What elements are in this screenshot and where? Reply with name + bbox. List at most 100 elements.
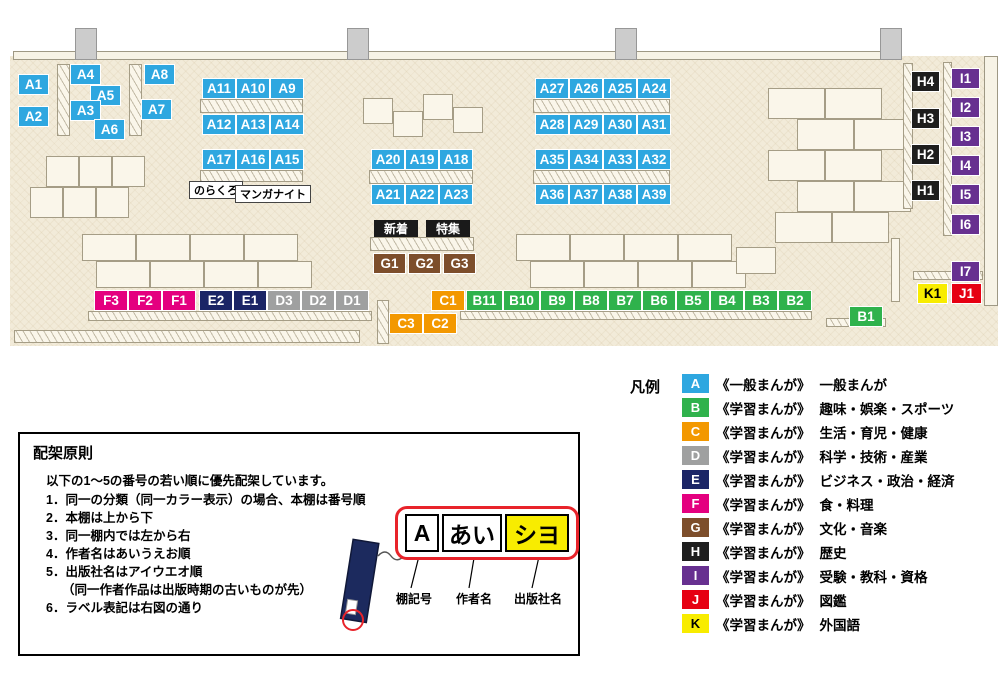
shelf-block: [530, 261, 584, 288]
shelf-marker-A32: A32: [637, 149, 671, 170]
shelf-marker-A25: A25: [603, 78, 637, 99]
shelf-marker-A4: A4: [70, 64, 101, 85]
legend-row-I: I《学習まんが》受験・教科・資格: [682, 566, 955, 585]
shelf-marker-C2: C2: [423, 313, 457, 334]
shelf-marker-B1: B1: [849, 306, 883, 327]
new-arrivals-label: 新着: [374, 220, 419, 237]
shelf-marker-A8: A8: [144, 64, 175, 85]
shelf-block: [79, 156, 112, 187]
shelf-marker-F1: F1: [162, 290, 196, 311]
shelf-marker-A11: A11: [202, 78, 236, 99]
legend-row-E: E《学習まんが》ビジネス・政治・経済: [682, 470, 955, 489]
shelf-marker-I6: I6: [951, 214, 980, 235]
shelf-marker-F2: F2: [128, 290, 162, 311]
shelf-block: [136, 234, 190, 261]
pillar: [615, 28, 637, 60]
legend-chip-F: F: [682, 494, 709, 513]
shelf-block: [891, 238, 900, 302]
legend-series-E: 《学習まんが》: [716, 473, 811, 489]
shelf-unit: [460, 311, 812, 320]
shelf-marker-H2: H2: [911, 144, 940, 165]
legend-chip-K: K: [682, 614, 709, 633]
shelf-marker-K1: K1: [917, 283, 948, 304]
shelf-marker-F3: F3: [94, 290, 128, 311]
shelf-block: [768, 150, 825, 181]
shelf-marker-A37: A37: [569, 184, 603, 205]
shelf-marker-I7: I7: [951, 261, 980, 282]
manga-night-label: マンガナイト: [235, 185, 311, 203]
legend-series-J: 《学習まんが》: [716, 593, 811, 609]
shelf-unit: [943, 62, 952, 236]
legend-series-G: 《学習まんが》: [716, 521, 811, 537]
shelf-marker-B8: B8: [574, 290, 608, 311]
shelf-marker-J1: J1: [951, 283, 982, 304]
legend-category-H: 歴史: [819, 545, 847, 561]
shelf-unit: [200, 99, 303, 113]
wall-segment: [984, 56, 998, 306]
shelf-marker-B7: B7: [608, 290, 642, 311]
shelf-marker-A16: A16: [236, 149, 270, 170]
shelf-marker-A30: A30: [603, 114, 637, 135]
shelf-block: [204, 261, 258, 288]
legend-category-D: 科学・技術・産業: [819, 449, 928, 465]
legend-series-A: 《一般まんが》: [716, 377, 811, 393]
legend-chip-E: E: [682, 470, 709, 489]
shelf-unit: [377, 300, 389, 344]
legend-category-G: 文化・音楽: [819, 521, 888, 537]
legend-chip-J: J: [682, 590, 709, 609]
principles-box: 配架原則 以下の1～5の番号の若い順に優先配架しています。 1．同一の分類（同一…: [18, 432, 580, 656]
shelf-marker-B2: B2: [778, 290, 812, 311]
shelf-block: [797, 119, 854, 150]
pillar: [75, 28, 97, 60]
caption-author-name: 作者名: [456, 592, 493, 606]
shelf-block: [797, 181, 854, 212]
principle-rule-6: （同一作者作品は出版時期の古いものが先）: [62, 583, 313, 597]
caption-publisher-name: 出版社名: [514, 592, 563, 606]
shelf-block: [190, 234, 244, 261]
principle-rule-7: 6．ラベル表記は右図の通り: [46, 601, 203, 615]
shelf-marker-A10: A10: [236, 78, 270, 99]
shelf-marker-I5: I5: [951, 184, 980, 205]
shelf-marker-A23: A23: [439, 184, 473, 205]
legend-series-F: 《学習まんが》: [716, 497, 811, 513]
legend-chip-H: H: [682, 542, 709, 561]
pillar: [347, 28, 369, 60]
shelf-unit: [369, 170, 473, 184]
shelf-marker-D2: D2: [301, 290, 335, 311]
shelf-marker-A35: A35: [535, 149, 569, 170]
legend-series-H: 《学習まんが》: [716, 545, 811, 561]
legend-row-A: A《一般まんが》一般まんが: [682, 374, 955, 393]
shelf-block: [363, 98, 393, 124]
label-shelf-code: A: [405, 514, 439, 552]
shelf-marker-A21: A21: [371, 184, 405, 205]
legend-series-I: 《学習まんが》: [716, 569, 811, 585]
shelf-marker-A24: A24: [637, 78, 671, 99]
shelf-marker-A34: A34: [569, 149, 603, 170]
shelf-block: [96, 261, 150, 288]
shelf-block: [96, 187, 129, 218]
shelf-marker-H3: H3: [911, 108, 940, 129]
legend-category-A: 一般まんが: [819, 377, 888, 393]
shelf-marker-A14: A14: [270, 114, 304, 135]
shelf-marker-A6: A6: [94, 119, 125, 140]
shelf-block: [244, 234, 298, 261]
shelf-marker-A17: A17: [202, 149, 236, 170]
shelf-marker-H1: H1: [911, 180, 940, 201]
shelf-marker-A19: A19: [405, 149, 439, 170]
principle-rule-3: 3．同一棚内では左から右: [46, 529, 191, 543]
shelf-marker-I4: I4: [951, 155, 980, 176]
shelf-marker-C1: C1: [431, 290, 465, 311]
legend-category-F: 食・料理: [819, 497, 874, 513]
shelf-marker-B4: B4: [710, 290, 744, 311]
legend-row-H: H 《学習まんが》歴史: [682, 542, 955, 561]
shelf-marker-B3: B3: [744, 290, 778, 311]
shelf-marker-A31: A31: [637, 114, 671, 135]
shelf-marker-A39: A39: [637, 184, 671, 205]
legend-category-I: 受験・教科・資格: [819, 569, 928, 585]
shelf-marker-A29: A29: [569, 114, 603, 135]
shelf-block: [736, 247, 776, 274]
shelf-block: [46, 156, 79, 187]
shelf-marker-B11: B11: [466, 290, 503, 311]
shelf-block: [768, 88, 825, 119]
